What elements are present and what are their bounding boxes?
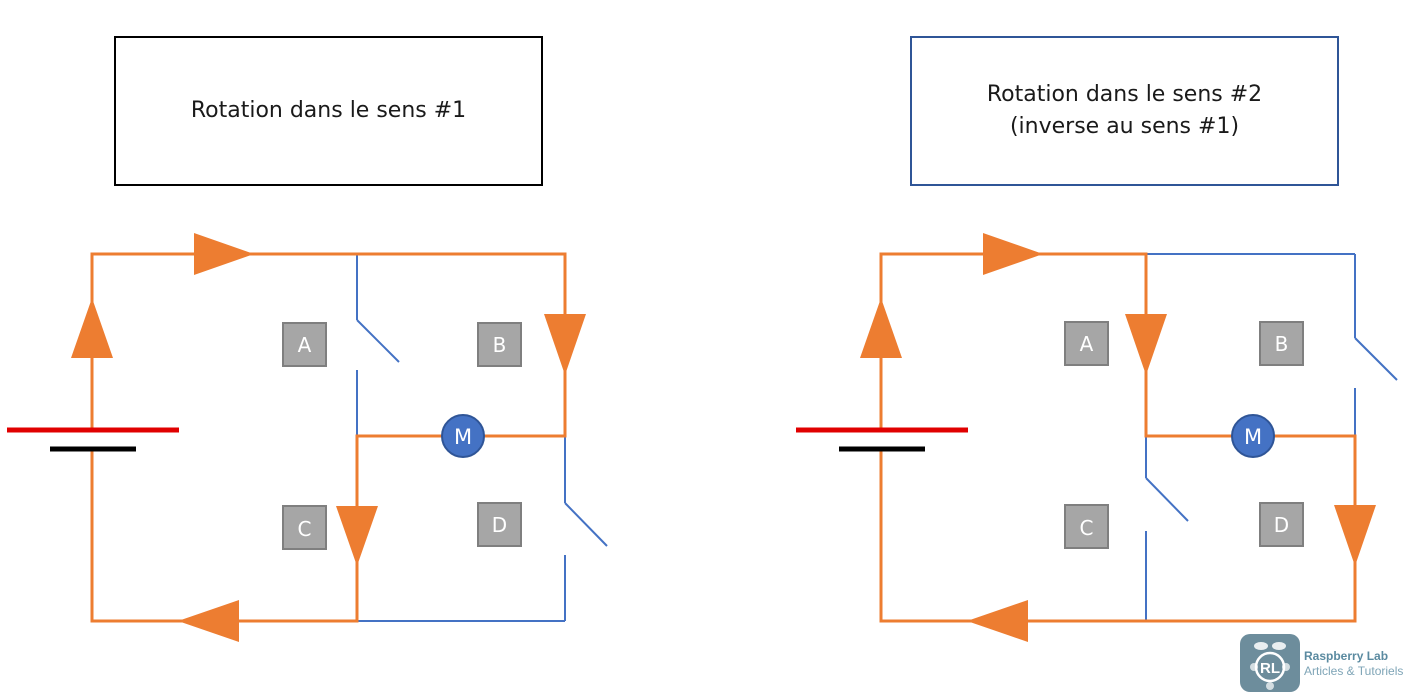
raspberry-lab-logo: RL Raspberry Lab Articles & Tutoriels [1240, 634, 1409, 694]
motor-label: M [454, 425, 472, 449]
switch-d-label: D [492, 513, 507, 537]
logo-name: Raspberry Lab [1304, 649, 1389, 663]
active-current-path [90, 252, 567, 623]
current-arrow-up [860, 298, 902, 358]
switch-b-lever [1354, 337, 1398, 381]
switch-a-label: A [298, 333, 312, 357]
raspberry-icon: RL [1250, 642, 1290, 690]
title-box-sens-2-line1: Rotation dans le sens #2 [986, 82, 1263, 107]
motor-symbol [441, 414, 485, 458]
switch-c-label: C [298, 517, 312, 541]
logo-tagline: Articles & Tutoriels [1304, 664, 1404, 678]
switch-c-box [282, 505, 327, 550]
current-arrow-down-d [1334, 505, 1376, 566]
switch-d-lever [564, 502, 608, 547]
switch-a-lever [356, 319, 400, 363]
switch-a-label: A [1080, 332, 1094, 356]
current-arrow-up [71, 298, 113, 358]
switch-c-box [1064, 504, 1109, 549]
logo-badge: RL [1240, 634, 1300, 692]
current-arrow-right [194, 233, 254, 275]
current-arrow-left [178, 600, 239, 642]
switch-d-box [1259, 502, 1304, 547]
current-arrow-down-a [1125, 314, 1167, 375]
switch-b-label: B [493, 333, 507, 357]
switch-a-box [1064, 321, 1109, 366]
title-box-sens-2: Rotation dans le sens #2 (inverse au sen… [910, 36, 1339, 186]
title-box-sens-1: Rotation dans le sens #1 [114, 36, 543, 186]
switch-a-box [282, 322, 327, 367]
switch-b-label: B [1275, 332, 1289, 356]
inactive-wires [356, 254, 566, 622]
logo-initials: RL [1260, 660, 1280, 677]
current-arrow-right [983, 233, 1043, 275]
switch-c-lever [1145, 477, 1189, 522]
title-box-sens-1-line1: Rotation dans le sens #1 [190, 98, 467, 123]
switch-d-box [477, 502, 522, 547]
motor-label: M [1244, 425, 1262, 449]
motor-symbol [1231, 414, 1275, 458]
switch-c-label: C [1080, 516, 1094, 540]
title-box-sens-2-line2: (inverse au sens #1) [1009, 114, 1240, 139]
current-arrow-left [967, 600, 1028, 642]
switch-b-box [1259, 321, 1304, 366]
inactive-wires [1145, 253, 1356, 621]
circuit-sens-1: A B C D M [7, 233, 608, 642]
current-arrow-down-b [544, 314, 586, 375]
circuit-sens-2: A B C D M [796, 233, 1398, 642]
switch-b-box [477, 322, 522, 367]
switch-d-label: D [1274, 513, 1289, 537]
active-current-path [879, 252, 1357, 623]
current-arrow-down-c [336, 506, 378, 566]
